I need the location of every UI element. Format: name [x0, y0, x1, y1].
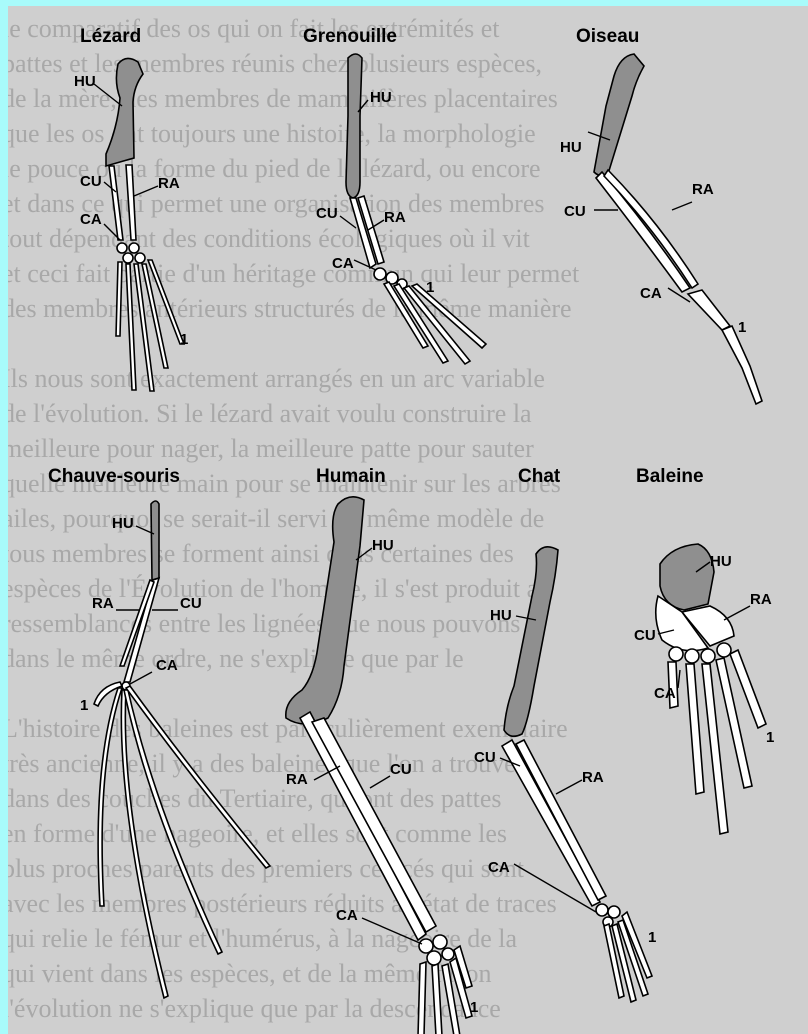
humerus	[286, 497, 364, 724]
panel-title: Baleine	[636, 466, 704, 487]
panel-grenouille: Grenouille HU CU RA CA 1	[303, 26, 486, 364]
ulna	[596, 172, 690, 292]
digits	[384, 282, 486, 364]
label-ra: RA	[384, 209, 406, 226]
label-cu: CU	[316, 205, 338, 222]
label-cu: CU	[80, 173, 102, 190]
ulna	[300, 712, 426, 940]
label-hu: HU	[490, 607, 512, 624]
radius	[312, 718, 436, 932]
label-cu: CU	[564, 203, 586, 220]
label-ca: CA	[640, 285, 662, 302]
panel-title: Humain	[316, 466, 386, 487]
label-digit-1: 1	[80, 697, 88, 714]
label-digit-1: 1	[648, 929, 656, 946]
panel-title: Chat	[518, 466, 561, 487]
label-ca: CA	[488, 859, 510, 876]
scanned-page: le comparatif des os qui on fait les ext…	[8, 6, 808, 1034]
label-ra: RA	[582, 769, 604, 786]
label-hu: HU	[74, 73, 96, 90]
humerus	[594, 54, 644, 176]
humerus	[346, 54, 362, 198]
label-digit-1: 1	[738, 319, 746, 336]
ulna	[109, 166, 123, 240]
radius	[124, 578, 159, 682]
digits	[604, 912, 652, 1002]
label-ca: CA	[156, 657, 178, 674]
humerus	[151, 501, 159, 580]
panel-chauve-souris: Chauve-souris HU RA CU CA 1	[48, 466, 270, 998]
label-digit-1: 1	[766, 729, 774, 746]
label-cu: CU	[634, 627, 656, 644]
label-digit-1: 1	[426, 279, 434, 296]
label-digit-1: 1	[180, 331, 188, 348]
label-ra: RA	[750, 591, 772, 608]
label-ra: RA	[286, 771, 308, 788]
radius	[604, 170, 698, 288]
label-ca: CA	[336, 907, 358, 924]
panel-title: Grenouille	[303, 26, 397, 47]
carpals	[419, 935, 454, 965]
panel-title: Lézard	[80, 26, 141, 47]
label-hu: HU	[112, 515, 134, 532]
homologous-limbs-figure: Lézard HU CU RA CA 1	[8, 6, 808, 1034]
radius	[126, 165, 136, 240]
label-hu: HU	[710, 553, 732, 570]
panel-chat: Chat HU CU RA CA 1	[474, 466, 656, 1002]
panel-oiseau: Oiseau HU RA CU CA 1	[560, 26, 762, 404]
label-hu: HU	[370, 89, 392, 106]
label-cu: CU	[474, 749, 496, 766]
carpals	[117, 243, 145, 263]
label-ra: RA	[158, 175, 180, 192]
humerus	[106, 58, 143, 166]
humerus	[660, 544, 714, 610]
label-ra: RA	[692, 181, 714, 198]
digits	[722, 326, 762, 404]
panel-humain: Humain HU RA CU CA 1	[286, 466, 479, 1034]
label-ca: CA	[332, 255, 354, 272]
carpometacarpus	[688, 290, 730, 330]
humerus	[504, 547, 558, 736]
label-hu: HU	[372, 537, 394, 554]
label-ra: RA	[92, 595, 114, 612]
radius	[516, 740, 606, 900]
label-cu: CU	[390, 761, 412, 778]
digits	[94, 682, 270, 998]
label-hu: HU	[560, 139, 582, 156]
label-cu: CU	[180, 595, 202, 612]
label-digit-1: 1	[470, 999, 478, 1016]
label-ca: CA	[654, 685, 676, 702]
label-ca: CA	[80, 211, 102, 228]
panel-baleine: Baleine HU RA CU CA 1	[634, 466, 774, 834]
panel-lezard: Lézard HU CU RA CA 1	[74, 26, 188, 391]
panel-title: Chauve-souris	[48, 466, 180, 487]
panel-title: Oiseau	[576, 26, 639, 47]
digits	[668, 650, 766, 834]
digits	[116, 260, 184, 391]
